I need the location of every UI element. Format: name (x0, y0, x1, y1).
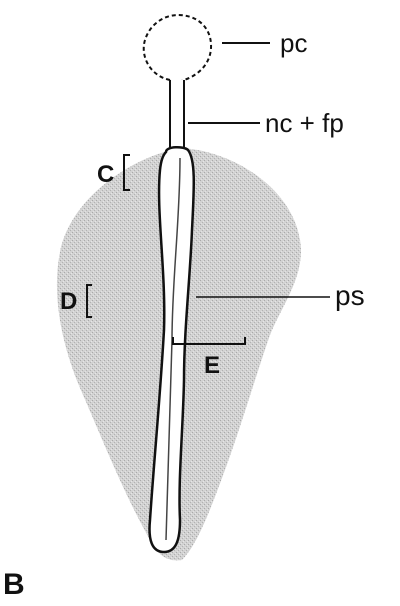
e-label: E (204, 352, 220, 379)
pc-label: pc (280, 28, 307, 58)
ps-label: ps (335, 280, 365, 311)
nc-fp-label: nc + fp (265, 108, 344, 138)
prechordal-plate-outline (144, 15, 211, 88)
d-label: D (60, 288, 77, 315)
c-label: C (97, 161, 114, 188)
panel-label: B (3, 568, 25, 601)
notochord-floorplate-tube (170, 80, 184, 152)
